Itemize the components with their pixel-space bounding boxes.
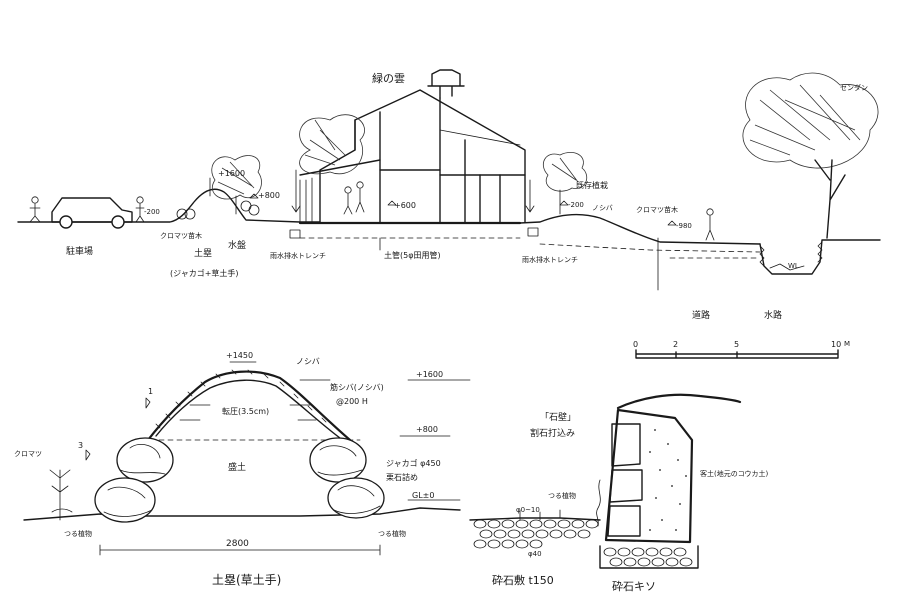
level-minus-980: -980 (676, 222, 692, 230)
mound-width: 2800 (226, 539, 249, 549)
scale-tick-2: 2 (673, 340, 678, 349)
existing-planting-label: 既存植栽 (576, 180, 608, 190)
wall-dim-top: φ0~10 (516, 506, 540, 514)
mound-level-800: +800 (416, 425, 438, 434)
noshiba-label: ノシバ (592, 204, 613, 212)
wall-vine: つる植物 (548, 491, 576, 500)
wall-title-line2: 割石打込み (530, 427, 575, 439)
mound-vine-left: つる植物 (64, 529, 92, 538)
mound-rubble: 栗石詰め (386, 472, 418, 482)
wall-gravel-title: 砕石敷 t150 (492, 573, 554, 587)
wl-label: WL (788, 262, 799, 270)
house-label: 緑の雲 (372, 71, 405, 85)
mound-detail (23, 361, 471, 556)
site-section (17, 69, 881, 291)
mound-mesh-pitch: @200 H (336, 397, 368, 406)
mound-jakago: ジャカゴ φ450 (386, 458, 441, 468)
mound-level-1600: +1600 (416, 370, 443, 379)
earthen-pipe-label: 土管(5φ田用管) (384, 250, 441, 260)
scale-tick-10: 10 (831, 340, 841, 349)
mound-core: 盛土 (228, 461, 246, 473)
mound-side-number: 3 (78, 441, 83, 450)
waterway-label: 水路 (764, 309, 782, 321)
wall-title-line1: 「石壁」 (540, 411, 576, 423)
mound-gl: GL±0 (412, 491, 434, 500)
water-basin-label: 水盤 (228, 239, 246, 251)
mound-top-level: +1450 (226, 351, 253, 360)
drain-trench-left-label: 雨水排水トレンチ (270, 251, 326, 260)
stone-wall-detail (469, 393, 742, 569)
level-minus-200-left: -200 (144, 208, 160, 216)
wall-footing-title: 砕石キソ (612, 579, 656, 593)
mound-sub-label: (ジャカゴ+草土手) (170, 268, 239, 278)
road-label: 道路 (692, 309, 710, 321)
level-800: +800 (258, 191, 280, 200)
level-minus-200-right: -200 (568, 201, 584, 209)
mound-rolling: 転圧(3.5cm) (222, 407, 269, 416)
level-600: +600 (394, 201, 416, 210)
scale-tick-5: 5 (734, 340, 739, 349)
kuromatsu-left-label: クロマツ苗木 (160, 231, 202, 240)
mound-label: 土塁 (194, 247, 212, 259)
scale-bar (635, 349, 839, 359)
mound-kuromatsu: クロマツ (14, 450, 42, 458)
scale-unit: M (844, 340, 850, 348)
wall-dim-bottom: φ40 (528, 550, 542, 558)
kuromatsu-right-label: クロマツ苗木 (636, 205, 678, 214)
parking-label: 駐車場 (66, 245, 93, 257)
scale-tick-0: 0 (633, 340, 638, 349)
mound-mesh-shiba: 筋シバ(ノシバ) (330, 382, 384, 392)
mound-detail-title: 土塁(草土手) (212, 573, 281, 587)
sendan-label: センダン (840, 83, 868, 92)
wall-backfill: 客土(地元のコウカ土) (700, 469, 768, 478)
mound-noshiba: ノシバ (296, 357, 320, 366)
mound-vine-right: つる植物 (378, 529, 406, 538)
mound-note-number: 1 (148, 387, 153, 396)
drain-trench-right-label: 雨水排水トレンチ (522, 255, 578, 264)
level-1600: +1600 (218, 169, 245, 178)
